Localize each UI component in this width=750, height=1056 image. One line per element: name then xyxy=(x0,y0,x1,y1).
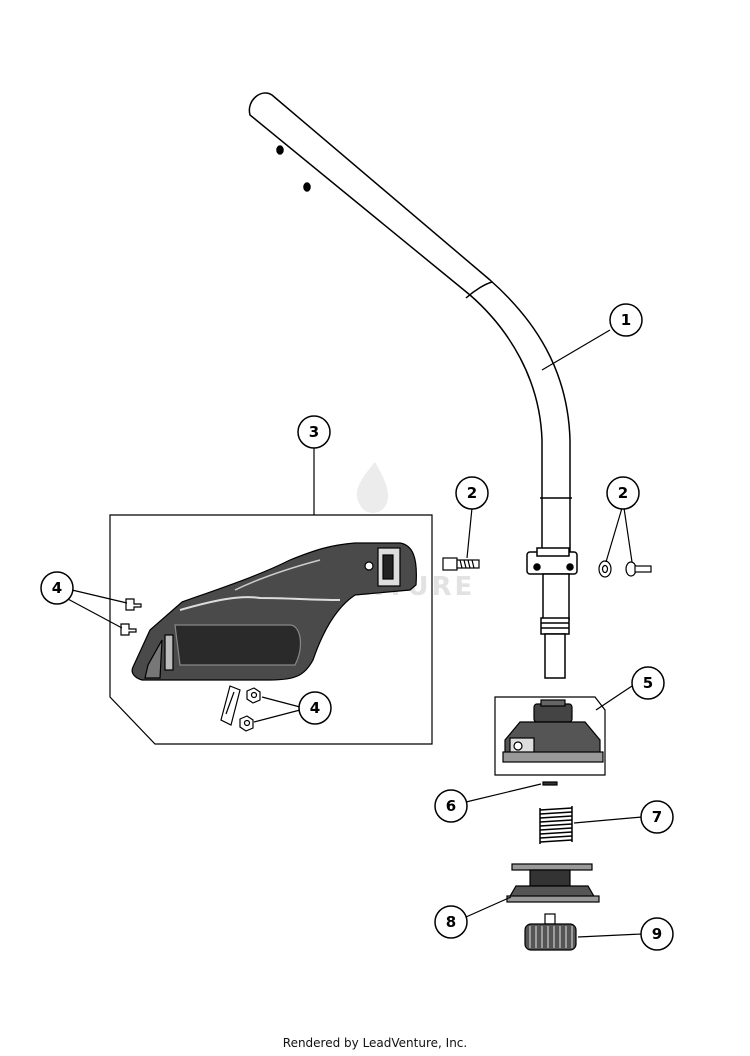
callout-label: 9 xyxy=(652,925,662,943)
callout-4-left[interactable]: 4 xyxy=(40,571,74,605)
bump-knob[interactable] xyxy=(524,913,577,951)
callout-3[interactable]: 3 xyxy=(297,415,331,449)
callout-9[interactable]: 9 xyxy=(640,917,674,951)
callout-label: 5 xyxy=(643,674,653,692)
leader-line xyxy=(261,696,301,708)
callout-2-left[interactable]: 2 xyxy=(455,476,489,510)
callout-8[interactable]: 8 xyxy=(434,905,468,939)
spool-housing[interactable] xyxy=(502,699,604,763)
leader-line xyxy=(605,507,623,563)
callout-2-right[interactable]: 2 xyxy=(606,476,640,510)
debris-shield-guard[interactable] xyxy=(131,542,417,681)
leader-line xyxy=(573,816,643,824)
spool-housing-box xyxy=(494,696,606,776)
leader-line xyxy=(466,507,473,559)
callout-label: 7 xyxy=(652,808,662,826)
guard-nuts[interactable] xyxy=(239,687,261,732)
bolt-screw[interactable] xyxy=(442,557,480,571)
shaft-tube[interactable] xyxy=(248,92,578,679)
spring[interactable] xyxy=(539,806,573,844)
line-cutter-blade[interactable] xyxy=(220,685,241,726)
callout-label: 4 xyxy=(310,699,320,717)
leader-line xyxy=(71,589,128,604)
leader-line xyxy=(465,896,512,918)
callout-label: 1 xyxy=(621,311,631,329)
leader-line xyxy=(577,933,643,938)
callout-label: 2 xyxy=(467,484,477,502)
watermark-flame-icon xyxy=(356,462,389,514)
callout-6[interactable]: 6 xyxy=(434,789,468,823)
guard-screws[interactable] xyxy=(120,598,142,636)
leader-line xyxy=(465,783,542,803)
spool[interactable] xyxy=(506,863,600,903)
washer-and-screw[interactable] xyxy=(598,560,652,578)
callout-4-bottom[interactable]: 4 xyxy=(298,691,332,725)
callout-label: 3 xyxy=(309,423,319,441)
callout-label: 8 xyxy=(446,913,456,931)
leader-line xyxy=(65,597,123,629)
footer-credit: Rendered by LeadVenture, Inc. xyxy=(282,1036,468,1050)
callout-label: 6 xyxy=(446,797,456,815)
callout-1[interactable]: 1 xyxy=(609,303,643,337)
leader-line xyxy=(541,329,611,371)
leader-line xyxy=(623,507,633,563)
callout-label: 4 xyxy=(52,579,62,597)
callout-7[interactable]: 7 xyxy=(640,800,674,834)
callout-5[interactable]: 5 xyxy=(631,666,665,700)
leader-line xyxy=(253,709,301,723)
guard-kit-box xyxy=(109,514,433,745)
callout-label: 2 xyxy=(618,484,628,502)
line-eyelet[interactable] xyxy=(542,781,558,786)
leader-line xyxy=(595,685,633,711)
